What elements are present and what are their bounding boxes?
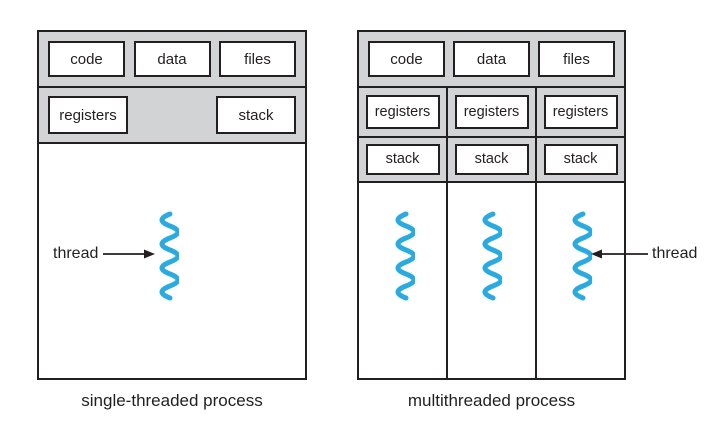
thread-arrow-left-icon [591, 249, 648, 259]
stack-label: stack [563, 151, 598, 168]
data-cell: data [133, 41, 211, 77]
stack-label: stack [474, 151, 509, 168]
single-threaded-process-box: code data files registers stack [37, 30, 307, 380]
registers-cell: registers [543, 95, 618, 129]
registers-label: registers [374, 103, 431, 120]
thread-squiggle-icon [395, 211, 415, 301]
thread-columns: registers stack registers stac [359, 88, 624, 380]
files-cell: files [538, 41, 615, 77]
shared-resources-band: code data files [359, 32, 624, 88]
code-label: code [390, 50, 423, 68]
registers-band: registers [359, 88, 446, 138]
thread-squiggle-path [572, 211, 592, 301]
registers-label: registers [552, 103, 609, 120]
stack-cell: stack [454, 144, 529, 175]
stack-label: stack [238, 106, 274, 124]
thread-squiggle-path [395, 211, 415, 301]
thread-column-1: registers stack [359, 88, 448, 380]
registers-cell: registers [365, 95, 440, 129]
registers-band: registers [448, 88, 535, 138]
data-label: data [157, 50, 187, 68]
files-label: files [244, 50, 271, 68]
stack-label: stack [385, 151, 420, 168]
single-threaded-caption: single-threaded process [81, 391, 263, 410]
thread-column-2: registers stack [448, 88, 537, 380]
files-label: files [563, 50, 590, 68]
registers-cell: registers [454, 95, 529, 129]
files-cell: files [219, 41, 296, 77]
stack-cell: stack [216, 96, 296, 134]
data-label: data [476, 50, 507, 68]
multithreaded-process-box: code data files registers stack [357, 30, 626, 380]
thread-squiggle-icon [482, 211, 502, 301]
code-cell: code [48, 41, 125, 77]
thread-squiggle-path [482, 211, 502, 301]
registers-label: registers [59, 106, 117, 124]
stack-band: stack [359, 138, 446, 183]
registers-cell: registers [48, 96, 128, 134]
thread-squiggle-icon [572, 211, 592, 301]
thread-squiggle-path [159, 211, 179, 301]
thread-label: thread [652, 245, 698, 262]
stack-cell: stack [543, 144, 618, 175]
registers-band: registers [537, 88, 624, 138]
registers-label: registers [463, 103, 520, 120]
stack-cell: stack [365, 144, 440, 175]
code-cell: code [368, 41, 445, 77]
data-cell: data [453, 41, 530, 77]
shared-resources-band: code data files [39, 32, 305, 88]
multithreaded-caption: multithreaded process [407, 391, 576, 410]
stack-band: stack [537, 138, 624, 183]
thread-arrow-right-icon [103, 249, 155, 259]
thread-squiggle-icon [159, 211, 179, 301]
code-label: code [70, 50, 103, 68]
registers-stack-band: registers stack [39, 88, 305, 144]
thread-label: thread [53, 245, 99, 262]
thread-column-3: registers stack [537, 88, 624, 380]
stack-band: stack [448, 138, 535, 183]
